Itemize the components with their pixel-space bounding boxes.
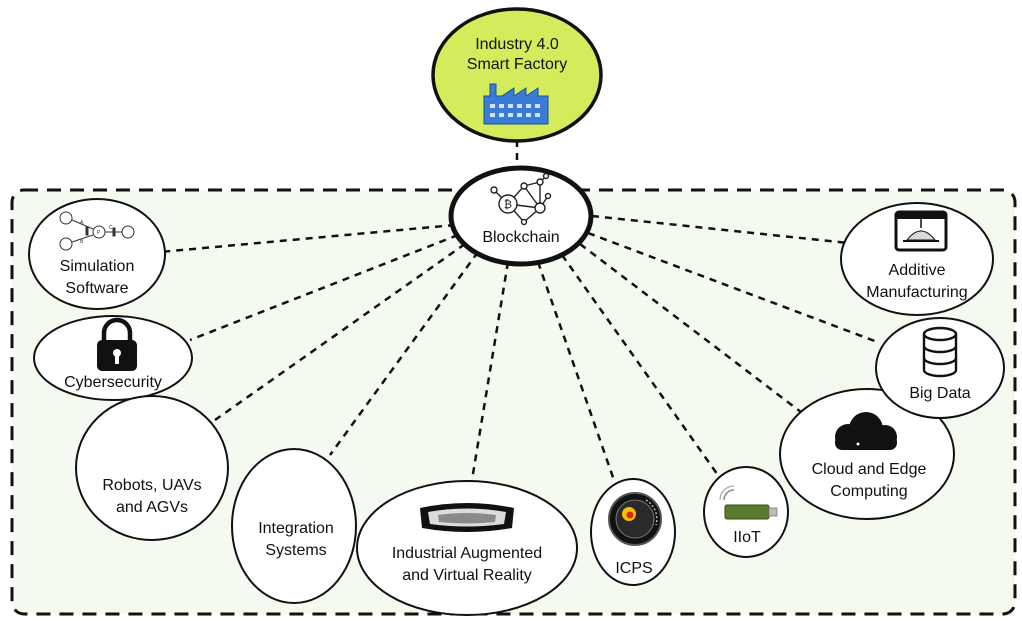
cloud-line1: Cloud and Edge (811, 461, 927, 478)
node-additive (840, 202, 994, 316)
bigdata-label: Big Data (909, 384, 970, 403)
ar-headset-icon (420, 503, 514, 532)
database-icon (922, 326, 958, 378)
connector-bigdata (587, 231, 881, 345)
smart-factory-label: Industry 4.0 Smart Factory (467, 35, 567, 75)
iar-line1: Industrial Augmented (391, 545, 543, 562)
connectors (159, 214, 881, 493)
connector-integration (328, 251, 480, 456)
integration-label: Integration Systems (258, 518, 334, 562)
simulation-line1: Simulation (59, 258, 135, 275)
connector-cybersecurity (189, 233, 459, 342)
blockchain-text: Blockchain (482, 229, 560, 246)
robots-label: Robots, UAVs and AGVs (102, 475, 201, 519)
cloud-label: Cloud and Edge Computing (812, 459, 927, 503)
node-cloud (779, 388, 955, 520)
smart-factory-line2: Smart Factory (466, 56, 568, 73)
blockchain-network-icon: ₿ (490, 172, 552, 226)
bigdata-line1: Big Data (909, 385, 971, 402)
connector-simulation (159, 223, 456, 254)
icps-line1: ICPS (615, 560, 653, 577)
cloud-line2: Computing (830, 483, 908, 500)
node-robots (75, 395, 229, 541)
3d-printer-icon (894, 210, 948, 252)
cloud-icon (835, 412, 897, 450)
connector-iiot (560, 254, 722, 479)
integration-line1: Integration (258, 520, 334, 537)
robots-line1: Robots, UAVs (102, 477, 202, 494)
additive-line1: Additive (888, 262, 946, 279)
lock-icon (97, 317, 137, 371)
cybersecurity-line1: Cybersecurity (64, 374, 162, 391)
smart-factory-line1: Industry 4.0 (475, 36, 559, 53)
blockchain-label: Blockchain (482, 228, 559, 247)
smart-factory-node (431, 7, 603, 143)
connector-icps (536, 261, 617, 484)
icps-label: ICPS (615, 559, 652, 578)
node-iar (356, 480, 578, 616)
svg-text:C: C (109, 225, 113, 231)
additive-line2: Manufacturing (866, 284, 968, 301)
factory-icon (483, 83, 549, 125)
simulation-label: Simulation Software (60, 256, 135, 300)
iar-line2: and Virtual Reality (402, 567, 532, 584)
simulation-line2: Software (65, 280, 129, 297)
iiot-line1: IIoT (733, 529, 761, 546)
svg-text:₿: ₿ (504, 198, 512, 211)
iot-dongle-icon (719, 485, 778, 520)
additive-label: Additive Manufacturing (866, 260, 967, 304)
gauge-icon (608, 492, 662, 546)
connector-additive (591, 214, 849, 245)
connector-cloud (579, 243, 819, 426)
cybersecurity-label: Cybersecurity (64, 373, 162, 392)
iiot-label: IIoT (733, 528, 761, 547)
svg-text:P: P (97, 230, 101, 236)
svg-text:B: B (80, 239, 84, 245)
iar-label: Industrial Augmented and Virtual Reality (392, 543, 542, 587)
node-bigdata (875, 317, 1005, 419)
node-integration (231, 448, 357, 604)
blockchain-node (448, 165, 594, 267)
petri-net-icon: A B P C (59, 211, 135, 251)
integration-line2: Systems (265, 542, 327, 559)
svg-text:A: A (80, 220, 84, 226)
robots-line2: and AGVs (115, 499, 189, 516)
